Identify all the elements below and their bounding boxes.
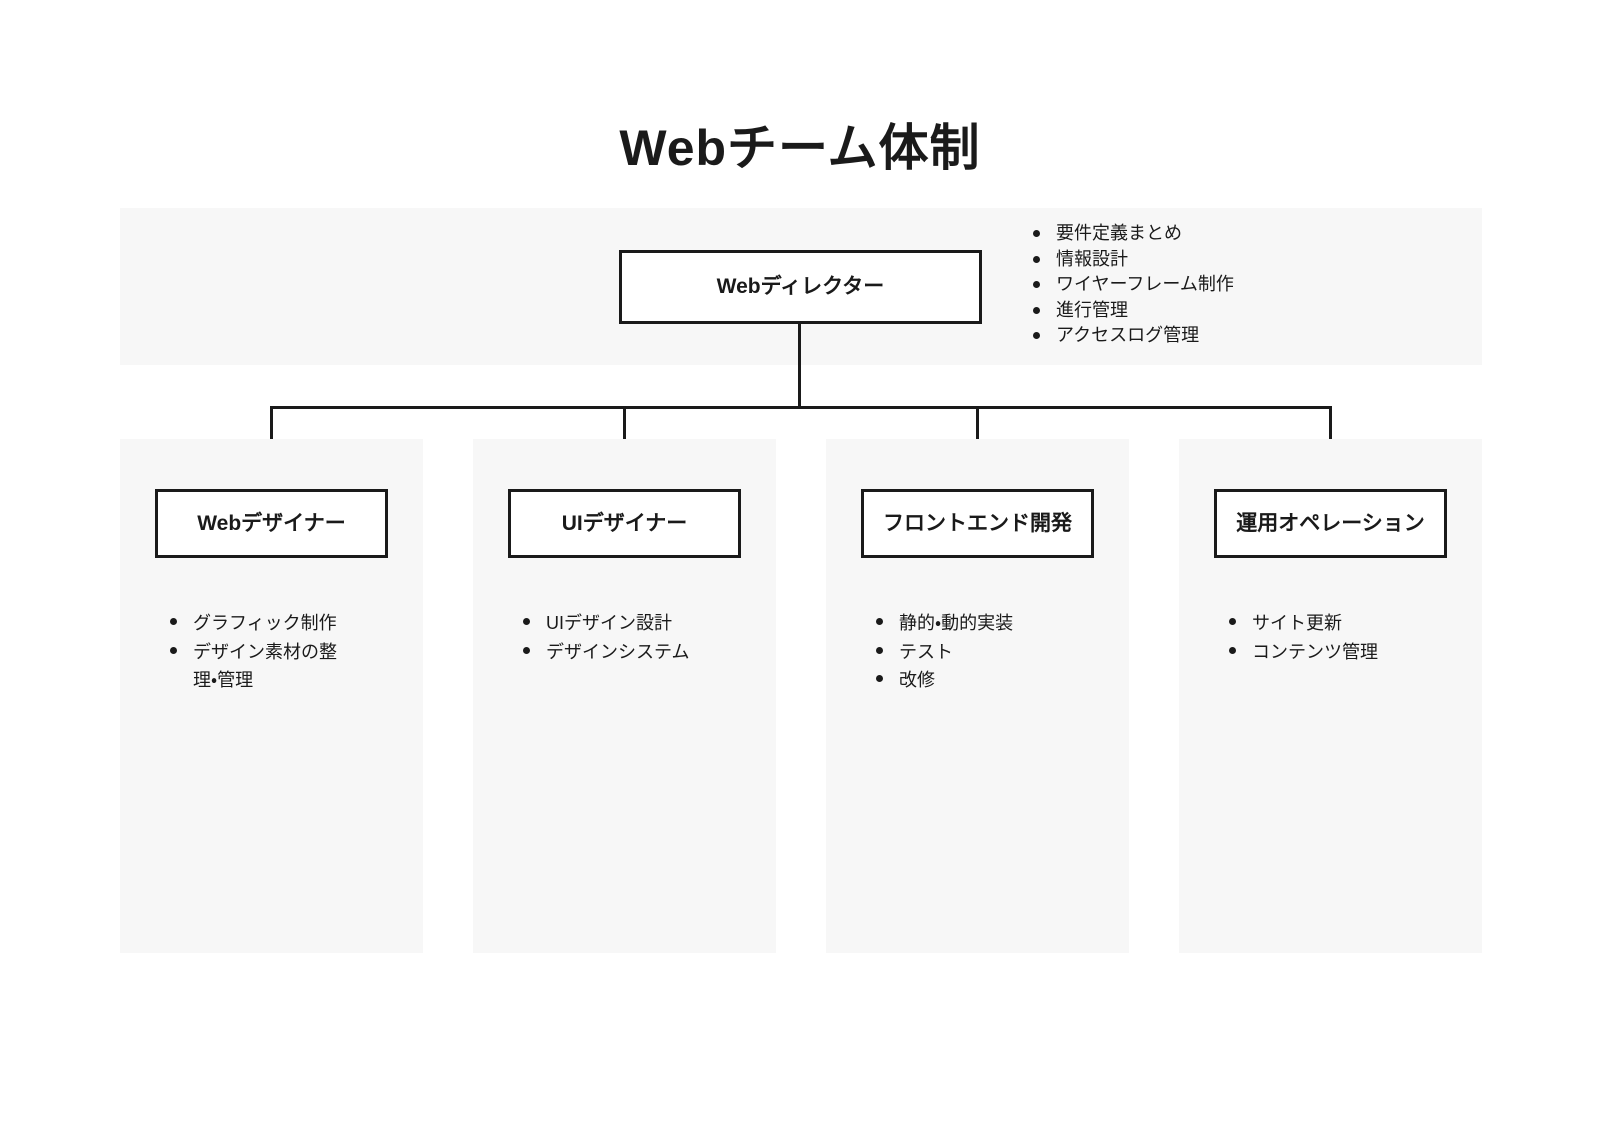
team-box-ui-designer: UIデザイナー [508, 489, 741, 558]
director-task-item: ワイヤーフレーム制作 [1031, 272, 1451, 298]
team-label: Webデザイナー [197, 511, 346, 535]
team-task-item: グラフィック制作 [168, 609, 353, 638]
team-task-item: テスト [874, 638, 1059, 667]
director-task-item: 進行管理 [1031, 298, 1451, 324]
team-task-list-frontend: 静的・動的実装 テスト 改修 [874, 609, 1059, 695]
team-task-list-ui-designer: UIデザイン設計 デザインシステム [521, 609, 706, 666]
team-task-list-operations: サイト更新 コンテンツ管理 [1227, 609, 1412, 666]
team-task-item: サイト更新 [1227, 609, 1412, 638]
team-task-item: 静的・動的実装 [874, 609, 1059, 638]
connector-trunk-line [798, 324, 801, 408]
director-task-list: 要件定義まとめ 情報設計 ワイヤーフレーム制作 進行管理 アクセスログ管理 [1031, 221, 1451, 349]
team-task-list-web-designer: グラフィック制作 デザイン素材の整理・管理 [168, 609, 353, 695]
team-task-item: デザイン素材の整理・管理 [168, 638, 353, 695]
team-box-frontend: フロントエンド開発 [861, 489, 1094, 558]
team-label: フロントエンド開発 [883, 511, 1072, 535]
director-task-item: アクセスログ管理 [1031, 323, 1451, 349]
team-task-item: UIデザイン設計 [521, 609, 706, 638]
director-task-item: 要件定義まとめ [1031, 221, 1451, 247]
director-label: Webディレクター [716, 275, 885, 299]
team-box-web-designer: Webデザイナー [155, 489, 388, 558]
team-label: UIデザイナー [561, 511, 688, 535]
team-task-item: デザインシステム [521, 638, 706, 667]
team-task-item: コンテンツ管理 [1227, 638, 1412, 667]
team-task-item: 改修 [874, 666, 1059, 695]
team-box-operations: 運用オペレーション [1214, 489, 1447, 558]
director-task-item: 情報設計 [1031, 247, 1451, 273]
team-label: 運用オペレーション [1236, 511, 1425, 535]
connector-horizontal-line [270, 406, 1332, 409]
director-box: Webディレクター [619, 250, 982, 324]
page-title: Webチーム体制 [619, 120, 981, 176]
